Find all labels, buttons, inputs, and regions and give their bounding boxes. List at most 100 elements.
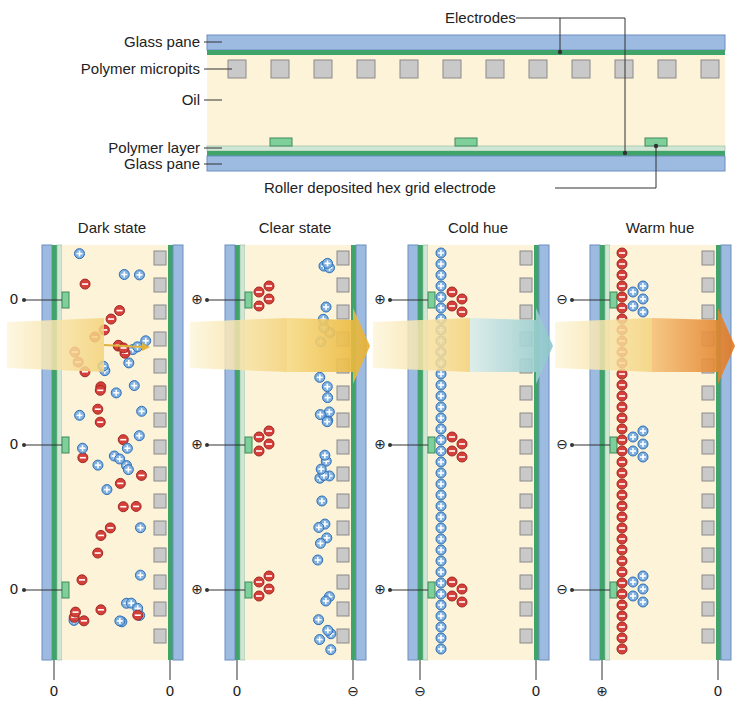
negative-particle <box>457 452 467 462</box>
wire <box>572 300 610 301</box>
micropit <box>702 575 714 589</box>
plus-stroke <box>632 448 634 454</box>
negative-particle <box>617 589 627 599</box>
positive-particle <box>134 431 144 441</box>
micropit <box>337 413 349 427</box>
plus-stroke <box>324 452 326 458</box>
polymer-layer <box>605 245 610 660</box>
cell-panel <box>555 245 735 680</box>
minus-stroke <box>256 450 262 452</box>
micropit <box>702 602 714 616</box>
positive-particle <box>436 600 446 610</box>
positive-particle <box>436 523 446 533</box>
positive-particle <box>323 393 333 403</box>
micropit <box>702 629 714 643</box>
positive-particle <box>326 645 336 655</box>
terminal <box>205 588 209 592</box>
minus-stroke <box>266 588 272 590</box>
part-label: Polymer layer <box>108 140 200 157</box>
positive-particle <box>135 523 145 533</box>
wire <box>718 660 719 680</box>
wire <box>390 445 428 446</box>
minus-stroke <box>97 421 103 423</box>
oil <box>62 245 168 660</box>
cell-panel <box>190 245 370 680</box>
positive-particle <box>322 417 332 427</box>
minus-stroke <box>619 461 625 463</box>
negative-particle <box>115 478 125 488</box>
oil <box>428 245 534 660</box>
polymer-layer <box>57 245 62 660</box>
minus-stroke <box>619 549 625 551</box>
plus-stroke <box>319 637 321 643</box>
minus-stroke <box>120 506 126 508</box>
voltage-label: ⊖ <box>556 582 568 597</box>
plus-stroke <box>326 384 328 390</box>
positive-particle <box>115 616 125 626</box>
positive-particle <box>315 538 325 548</box>
negative-particle <box>617 413 627 423</box>
negative-particle <box>617 479 627 489</box>
wire <box>54 660 55 680</box>
plus-stroke <box>321 498 323 504</box>
micropit <box>337 386 349 400</box>
plus-stroke <box>140 525 142 531</box>
wire <box>390 300 428 301</box>
minus-stroke <box>266 430 272 432</box>
minus-stroke <box>95 552 101 554</box>
plus-stroke <box>327 395 329 401</box>
plus-stroke <box>325 598 327 604</box>
plus-stroke <box>632 289 634 295</box>
voltage-label: ⊖ <box>347 684 359 699</box>
panel-title: Clear state <box>259 220 332 237</box>
minus-stroke <box>619 582 625 584</box>
negative-particle <box>457 584 467 594</box>
micropit <box>702 494 714 508</box>
micropit <box>701 60 719 78</box>
glass-pane <box>356 245 366 660</box>
positive-particle <box>324 407 334 417</box>
minus-stroke <box>619 637 625 639</box>
negative-particle <box>617 303 627 313</box>
minus-stroke <box>619 285 625 287</box>
positive-particle <box>323 625 333 635</box>
positive-particle <box>436 611 446 621</box>
part-label: Oil <box>182 92 200 109</box>
minus-stroke <box>98 609 104 611</box>
plus-stroke <box>440 261 442 267</box>
panel-title: Dark state <box>78 220 146 237</box>
hex-grid-electrode <box>62 292 69 308</box>
positive-particle <box>321 302 331 312</box>
voltage-label: ⊕ <box>191 292 203 307</box>
minus-stroke <box>133 506 139 508</box>
micropit <box>154 521 166 535</box>
micropit <box>154 413 166 427</box>
negative-particle <box>617 501 627 511</box>
minus-stroke <box>619 560 625 562</box>
electrode <box>600 245 605 660</box>
micropit <box>357 60 375 78</box>
electrode <box>716 245 721 660</box>
positive-particle <box>321 596 331 606</box>
micropit <box>702 521 714 535</box>
plus-stroke <box>440 305 442 311</box>
glass-pane <box>721 245 731 660</box>
negative-particle <box>264 571 274 581</box>
negative-particle <box>617 611 627 621</box>
voltage-label: 0 <box>10 292 19 307</box>
positive-particle <box>119 270 129 280</box>
negative-particle <box>617 391 627 401</box>
micropit <box>520 251 532 265</box>
plus-stroke <box>138 433 140 439</box>
minus-stroke <box>619 505 625 507</box>
terminal <box>22 443 26 447</box>
cross-section <box>207 35 725 171</box>
terminal <box>388 588 392 592</box>
glass-pane <box>225 245 235 660</box>
micropit <box>702 467 714 481</box>
positive-particle <box>436 644 446 654</box>
micropit <box>337 467 349 481</box>
negative-particle <box>254 287 264 297</box>
negative-particle <box>119 343 129 353</box>
positive-particle <box>322 382 332 392</box>
